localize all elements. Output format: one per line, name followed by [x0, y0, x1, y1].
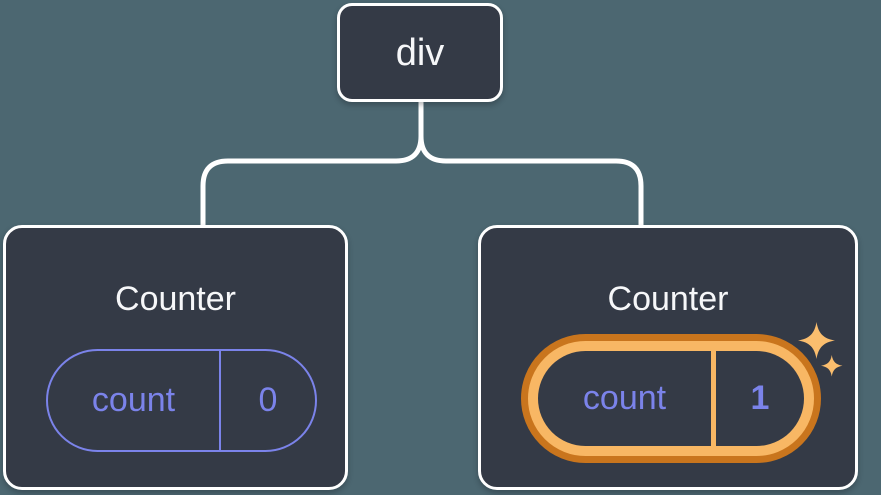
component-title: Counter	[607, 280, 729, 318]
state-value: 1	[750, 379, 770, 417]
state-pill-highlighted: count 1	[521, 334, 821, 463]
pill-divider	[711, 351, 716, 446]
state-pill: count 0	[46, 349, 317, 452]
component-title: Counter	[115, 280, 236, 318]
state-pill: count 1	[538, 351, 804, 446]
component-card-left: Counter count 0	[3, 225, 348, 490]
state-key: count	[582, 379, 667, 417]
component-card-right: Counter count 1	[478, 225, 858, 490]
root-node-label: div	[395, 31, 445, 74]
pill-divider	[219, 351, 221, 450]
root-node: div	[337, 3, 503, 102]
connector-right-branch	[418, 102, 644, 227]
connector-left-branch	[200, 102, 424, 227]
state-key: count	[91, 381, 176, 419]
state-value: 0	[258, 381, 278, 419]
